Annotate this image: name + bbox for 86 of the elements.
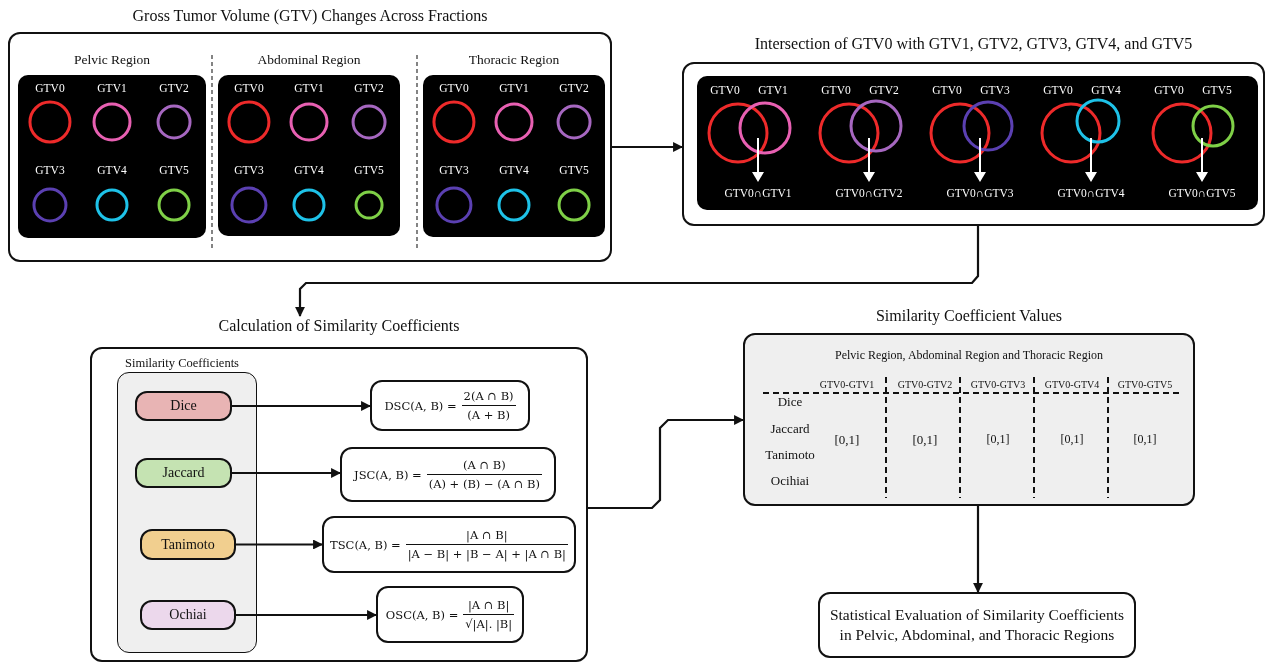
row-label: Jaccard xyxy=(770,421,810,437)
formula-denominator: |A − B| + |B − A| + |A ∩ B| xyxy=(405,544,568,561)
formula-numerator: (A ∩ B) xyxy=(461,458,507,474)
region-title: Pelvic Region xyxy=(73,51,151,69)
arrow xyxy=(588,415,744,510)
column-header: GTV0-GTV2 xyxy=(897,378,953,390)
intersection-label: GTV0∩GTV4 xyxy=(1057,186,1125,200)
formula-numerator: 2(A ∩ B) xyxy=(462,389,515,405)
column-header: GTV0-GTV4 xyxy=(1044,378,1100,390)
ring-label: GTV3 xyxy=(980,83,1010,97)
arrow xyxy=(232,468,341,478)
ring-label: GTV1 xyxy=(97,81,127,95)
ring-label: GTV0 xyxy=(234,81,264,95)
intersection-label: GTV0∩GTV2 xyxy=(835,186,903,200)
formula-box xyxy=(340,447,556,502)
ring-label: GTV4 xyxy=(499,163,529,177)
arrow xyxy=(295,226,980,317)
ring-label: GTV0 xyxy=(35,81,65,95)
ring-label: GTV3 xyxy=(234,163,264,177)
ring-label: GTV1 xyxy=(499,81,529,95)
ring-label: GTV5 xyxy=(559,163,589,177)
row-label: Ocihiai xyxy=(770,473,810,489)
value-range: [0,1] xyxy=(912,432,938,448)
ring-label: GTV5 xyxy=(1202,83,1232,97)
value-range: [0,1] xyxy=(986,433,1010,447)
ring-label: GTV5 xyxy=(159,163,189,177)
section-title: Intersection of GTV0 with GTV1, GTV2, GTV3, GTV4, and GTV5 xyxy=(754,34,1193,54)
formula-text: DSC(A, B) = xyxy=(384,398,457,413)
arrow xyxy=(612,142,683,152)
formula-text: OSC(A, B) = xyxy=(385,607,459,622)
ring-label: GTV0 xyxy=(1043,83,1073,97)
column-header: GTV0-GTV5 xyxy=(1117,378,1173,390)
formula-text: TSC(A, B) = xyxy=(330,537,401,552)
intersection-label: GTV0∩GTV5 xyxy=(1168,186,1236,200)
formula-denominator: (A + B) xyxy=(461,405,516,422)
value-range: [0,1] xyxy=(1060,433,1084,447)
formula-text: JSC(A, B) = xyxy=(354,467,422,482)
row-label: Tanimoto xyxy=(765,447,815,463)
ring-label: GTV0 xyxy=(821,83,851,97)
formula-box xyxy=(322,516,576,573)
ring-label: GTV0 xyxy=(439,81,469,95)
section-title: Calculation of Similarity Coefficients xyxy=(218,316,460,336)
coefficient-pill: Dice xyxy=(135,391,232,421)
coefficient-pill: Jaccard xyxy=(135,458,232,488)
ring-label: GTV0 xyxy=(710,83,740,97)
arrow xyxy=(973,506,983,593)
ring-label: GTV3 xyxy=(439,163,469,177)
formula-numerator: |A ∩ B| xyxy=(467,598,511,614)
formula-denominator: (A) + (B) − (A ∩ B) xyxy=(426,474,542,491)
arrow xyxy=(236,610,377,620)
formula-box xyxy=(370,380,530,431)
coefficient-pill: Tanimoto xyxy=(140,529,236,560)
value-range: [0,1] xyxy=(1133,433,1157,447)
ring-label: GTV2 xyxy=(869,83,899,97)
table-subtitle: Pelvic Region, Abdominal Region and Thoracic Region xyxy=(834,349,1104,363)
ring-label: GTV2 xyxy=(354,81,384,95)
group-title: Similarity Coefficients xyxy=(125,355,239,372)
ring-label: GTV2 xyxy=(559,81,589,95)
section-title: Gross Tumor Volume (GTV) Changes Across Fractions xyxy=(132,6,488,26)
ring-label: GTV4 xyxy=(97,163,127,177)
ring-label: GTV3 xyxy=(35,163,65,177)
arrow xyxy=(236,539,323,550)
column-header: GTV0-GTV1 xyxy=(819,378,875,390)
dark-panel xyxy=(697,76,1258,210)
result-box: Statistical Evaluation of Similarity Coefficients in Pelvic, Abdominal, and Thoracic Regions xyxy=(818,592,1136,658)
ring-label: GTV1 xyxy=(294,81,324,95)
intersection-label: GTV0∩GTV3 xyxy=(946,186,1014,200)
ring-label: GTV4 xyxy=(294,163,324,177)
region-title: Thoracic Region xyxy=(468,51,560,69)
ring-label: GTV0 xyxy=(1154,83,1184,97)
ring-label: GTV4 xyxy=(1091,83,1121,97)
intersection-label: GTV0∩GTV1 xyxy=(724,186,792,200)
arrow xyxy=(232,401,371,411)
formula-denominator: √|A|. |B| xyxy=(463,614,515,631)
row-label: Dice xyxy=(777,394,803,410)
section-title: Similarity Coefficient Values xyxy=(875,306,1062,326)
ring-label: GTV0 xyxy=(932,83,962,97)
value-range: [0,1] xyxy=(834,432,860,448)
ring-label: GTV5 xyxy=(354,163,384,177)
column-header: GTV0-GTV3 xyxy=(970,378,1026,390)
coefficient-pill: Ochiai xyxy=(140,600,236,630)
ring-label: GTV2 xyxy=(159,81,189,95)
region-title: Abdominal Region xyxy=(257,51,361,69)
formula-numerator: |A ∩ B| xyxy=(465,528,509,544)
ring-label: GTV1 xyxy=(758,83,788,97)
formula-box xyxy=(376,586,524,643)
